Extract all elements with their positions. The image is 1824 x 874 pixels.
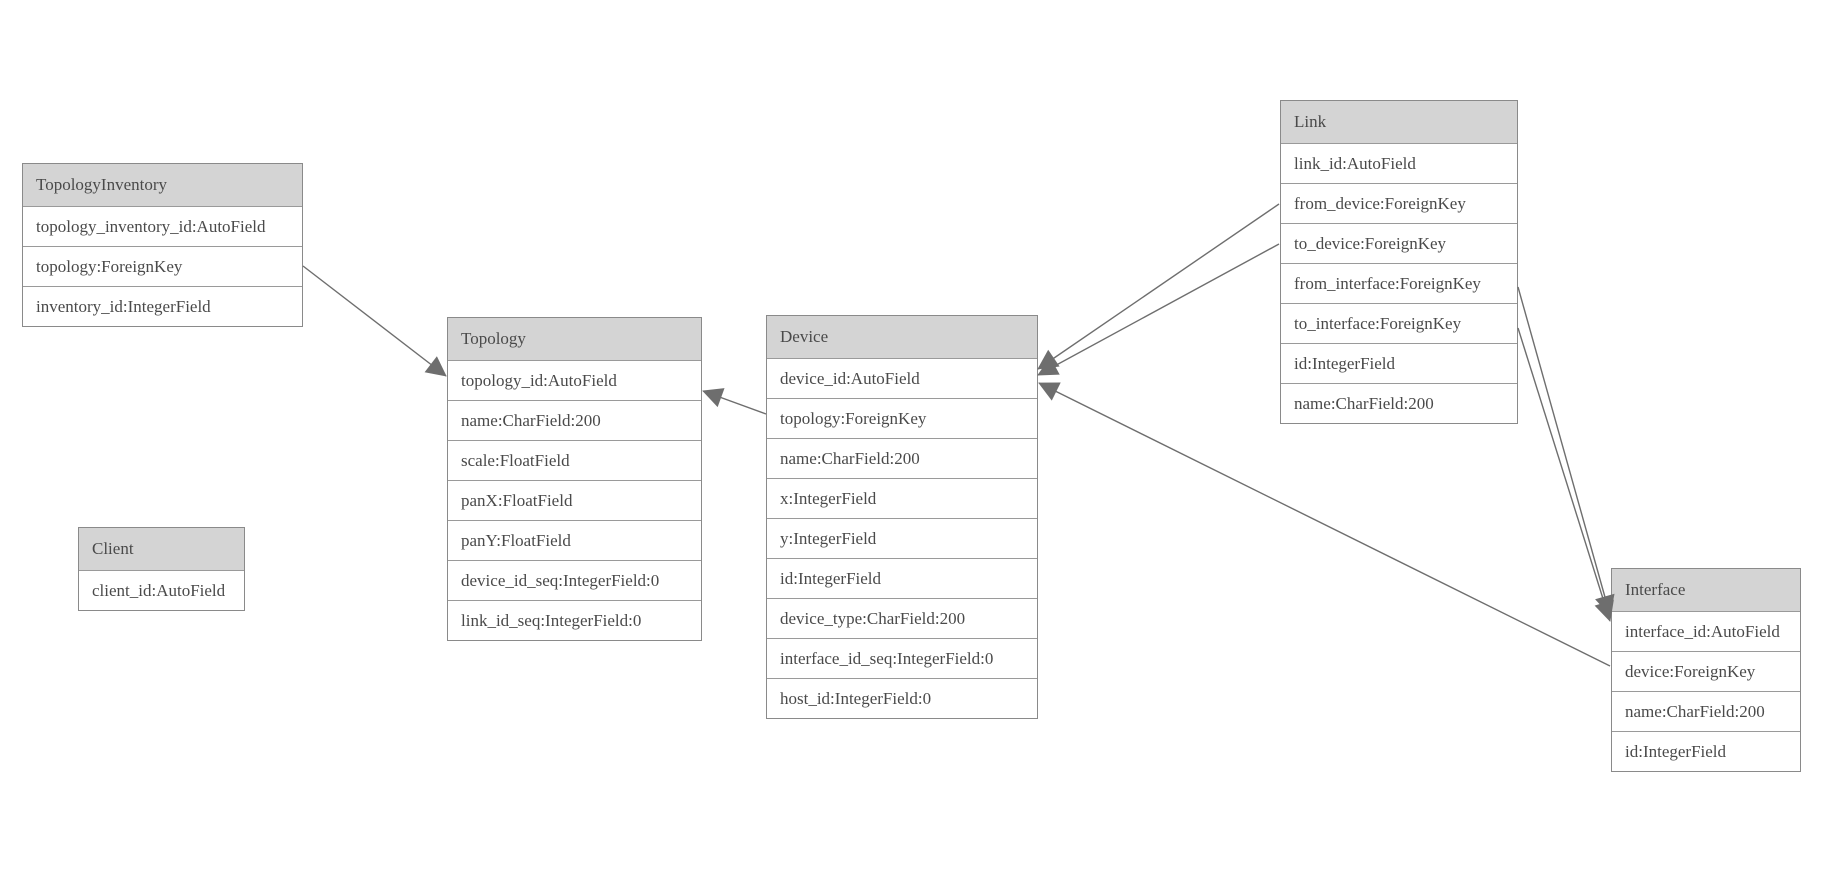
entity-field-row: device_id_seq:IntegerField:0 (448, 560, 701, 600)
entity-field-row: interface_id_seq:IntegerField:0 (767, 638, 1037, 678)
entity-field-row: device:ForeignKey (1612, 651, 1800, 691)
entity-title-client: Client (79, 528, 244, 570)
entity-field-row: id:IntegerField (767, 558, 1037, 598)
entity-title-topology-inventory: TopologyInventory (23, 164, 302, 206)
entity-field-row: id:IntegerField (1281, 343, 1517, 383)
relationship-link-from-interface-to-interface (1517, 286, 1615, 616)
entity-field-row: id:IntegerField (1612, 731, 1800, 771)
entity-field-row: link_id_seq:IntegerField:0 (448, 600, 701, 640)
entity-field-row: topology:ForeignKey (767, 398, 1037, 438)
entity-field-row: scale:FloatField (448, 440, 701, 480)
relationship-link-to-device-to-device (1037, 243, 1280, 376)
entity-field-row: client_id:AutoField (79, 570, 244, 610)
entity-field-row: device_id:AutoField (767, 358, 1037, 398)
relationship-interface-device-to-device (1038, 382, 1611, 667)
entity-field-row: panX:FloatField (448, 480, 701, 520)
entity-field-row: from_interface:ForeignKey (1281, 263, 1517, 303)
entity-field-row: name:CharField:200 (448, 400, 701, 440)
relationship-link-to-interface-to-interface (1517, 327, 1614, 622)
relationship-topologyinventory-topology-to-topology (302, 265, 447, 377)
entity-field-row: topology_id:AutoField (448, 360, 701, 400)
entity-field-row: topology:ForeignKey (23, 246, 302, 286)
entity-field-row: inventory_id:IntegerField (23, 286, 302, 326)
entity-field-row: to_interface:ForeignKey (1281, 303, 1517, 343)
entity-field-row: device_type:CharField:200 (767, 598, 1037, 638)
entity-field-row: panY:FloatField (448, 520, 701, 560)
relationship-link-from-device-to-device (1037, 203, 1280, 370)
entity-field-row: from_device:ForeignKey (1281, 183, 1517, 223)
entity-field-row: name:CharField:200 (1612, 691, 1800, 731)
entity-field-row: host_id:IntegerField:0 (767, 678, 1037, 718)
relationship-device-topology-to-topology (702, 388, 767, 415)
entity-title-link: Link (1281, 101, 1517, 143)
entity-field-row: to_device:ForeignKey (1281, 223, 1517, 263)
entity-field-row: topology_inventory_id:AutoField (23, 206, 302, 246)
entity-field-row: name:CharField:200 (1281, 383, 1517, 423)
entity-field-row: x:IntegerField (767, 478, 1037, 518)
entity-title-topology: Topology (448, 318, 701, 360)
entity-title-interface: Interface (1612, 569, 1800, 611)
entity-field-row: link_id:AutoField (1281, 143, 1517, 183)
entity-field-row: name:CharField:200 (767, 438, 1037, 478)
entity-field-row: y:IntegerField (767, 518, 1037, 558)
entity-field-row: interface_id:AutoField (1612, 611, 1800, 651)
entity-title-device: Device (767, 316, 1037, 358)
